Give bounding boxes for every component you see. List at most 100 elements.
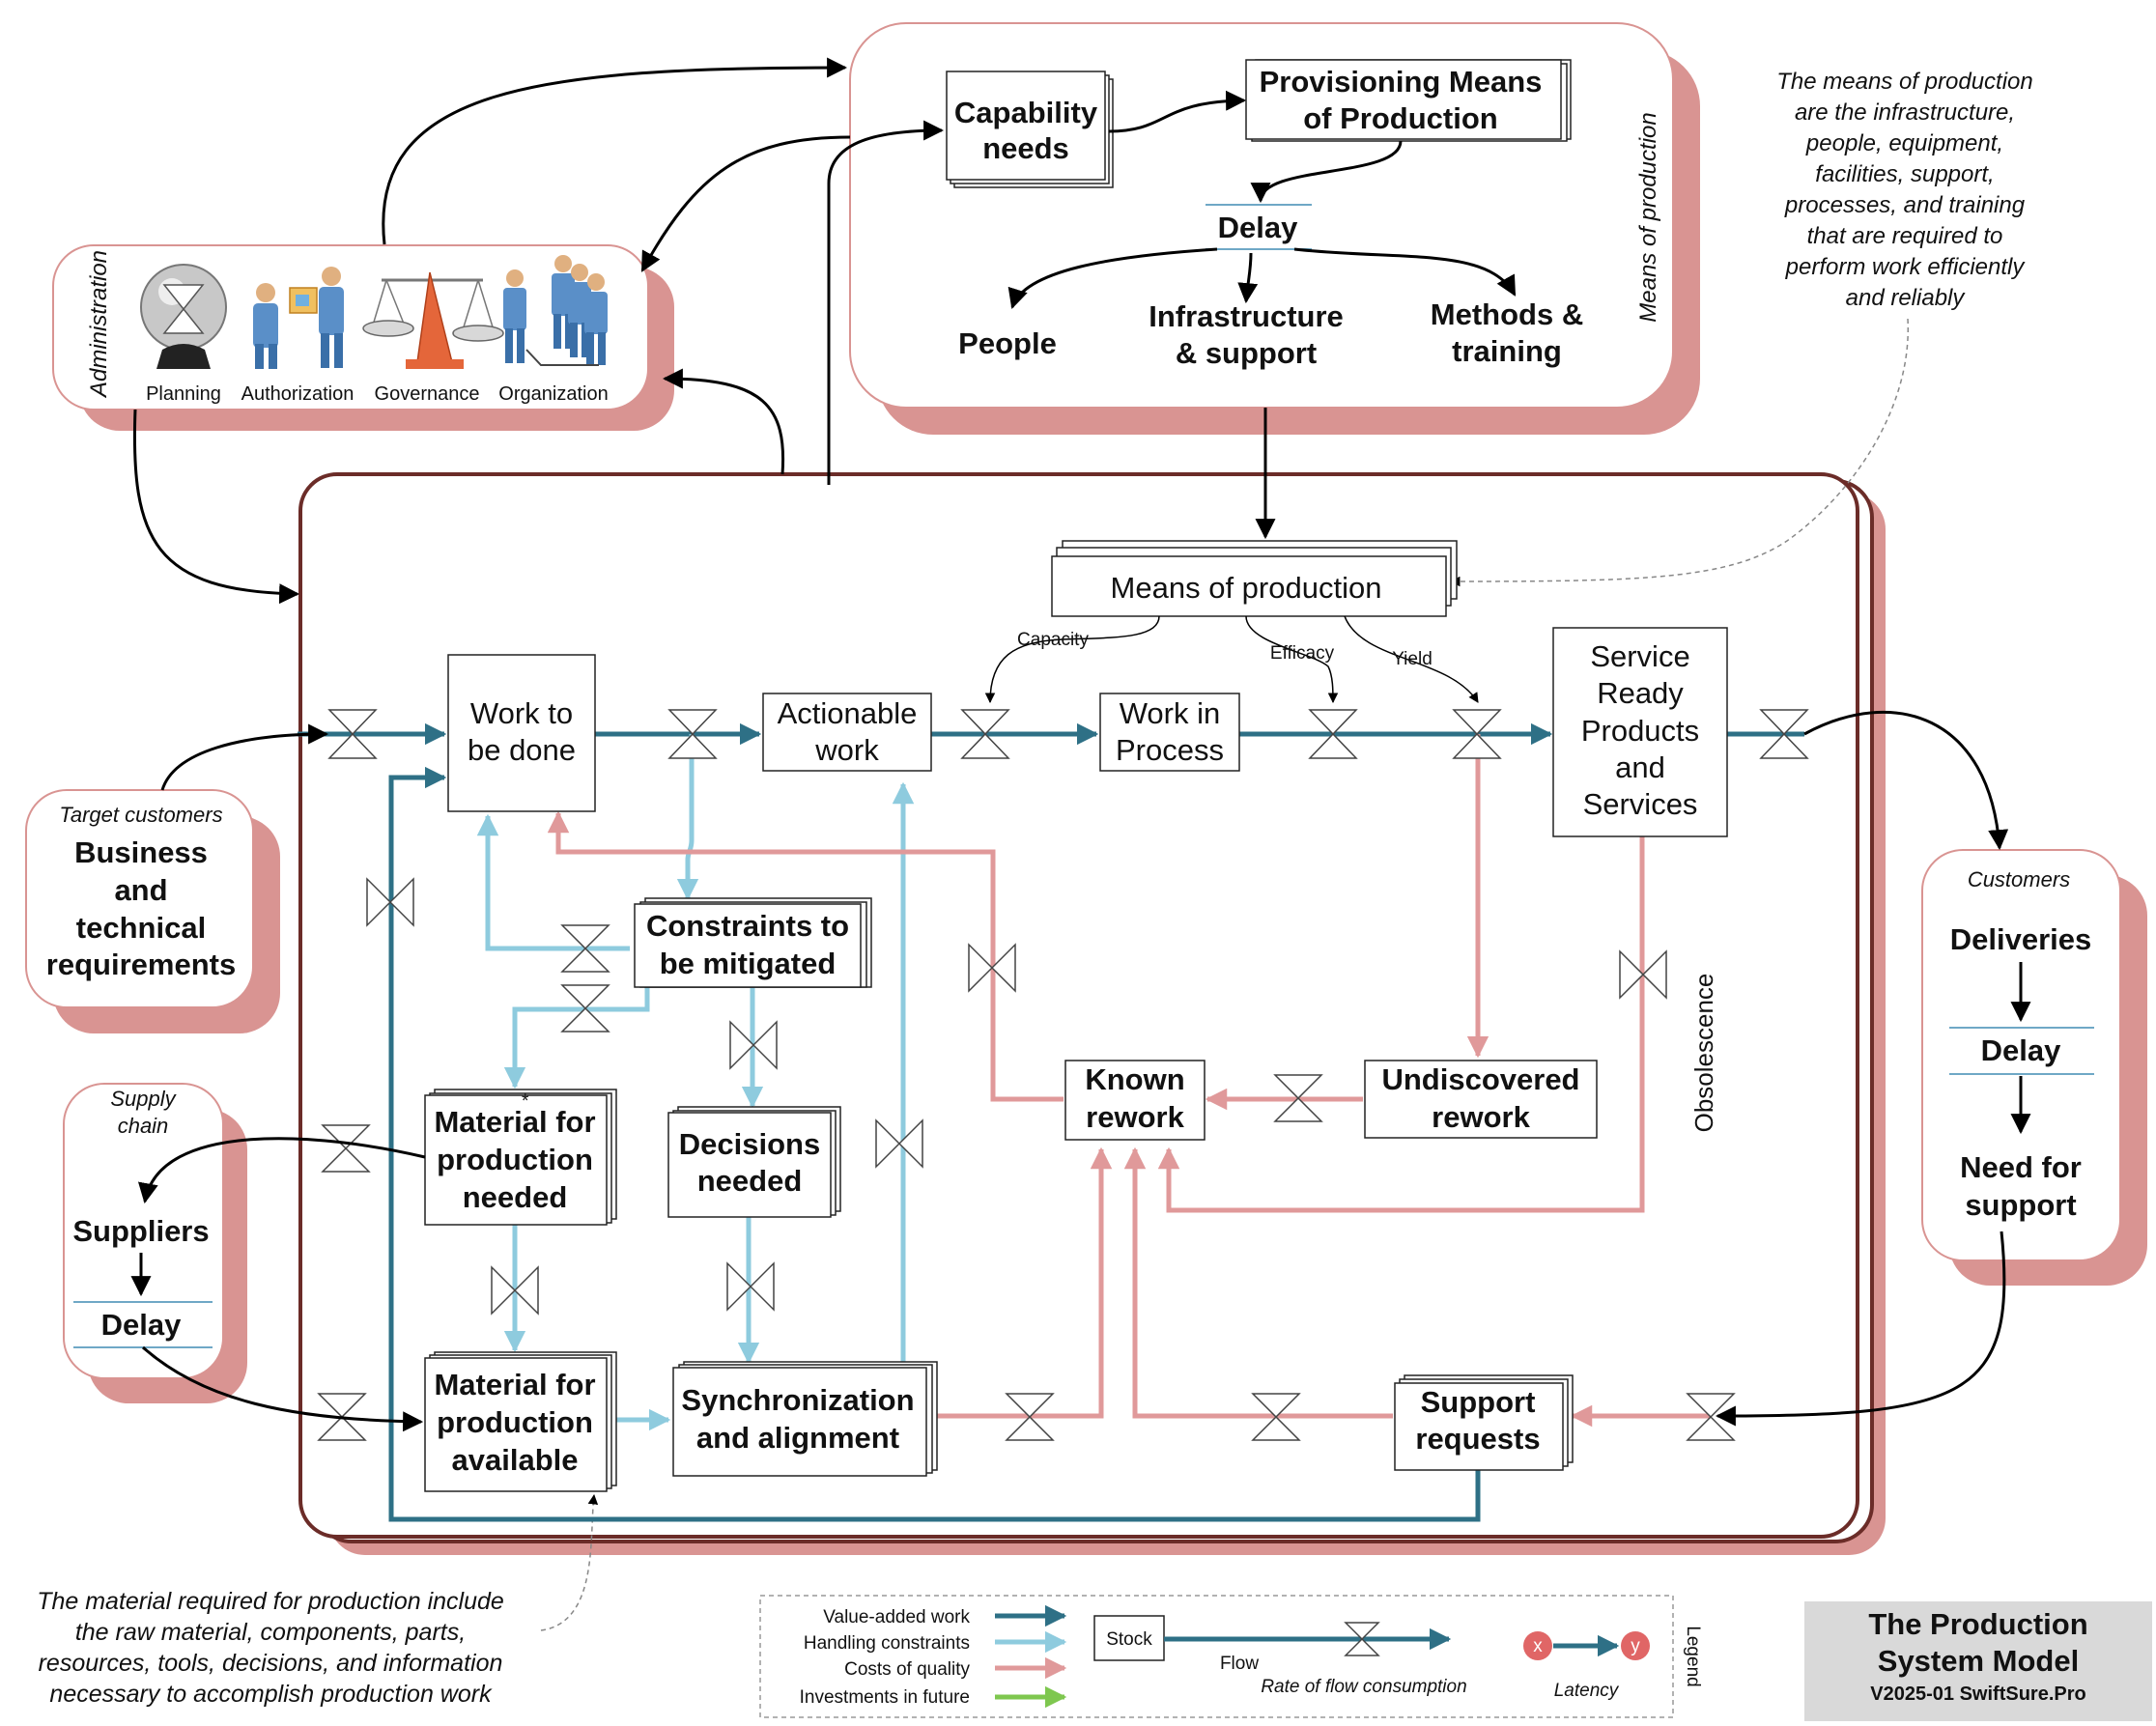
svg-text:needed: needed (697, 1164, 803, 1198)
svg-text:and alignment: and alignment (696, 1421, 899, 1455)
svg-text:Business: Business (74, 835, 208, 869)
means-note-line-1: The means of production (1776, 69, 2033, 95)
valves (317, 709, 1809, 1441)
svg-text:the raw material, components,: the raw material, components, parts, (75, 1619, 466, 1646)
title-box: The Production System Model V2025-01 Swi… (1804, 1601, 2152, 1721)
svg-text:Need for: Need for (1960, 1150, 2082, 1184)
target-line-3: technical (76, 911, 206, 945)
svg-text:Methods &: Methods & (1431, 297, 1583, 331)
svg-text:Undiscovered: Undiscovered (1381, 1062, 1579, 1096)
asterisk: * (522, 1091, 529, 1112)
planning-icon (140, 264, 227, 369)
supply-chain-panel (63, 1083, 247, 1403)
material-needed-line-2: production (437, 1143, 593, 1176)
supply-chain-line-1: Supply (110, 1087, 177, 1111)
infrastructure-line-1: Infrastructure (1149, 299, 1344, 333)
svg-text:be mitigated: be mitigated (660, 947, 837, 980)
supply-chain-line-2: chain (118, 1114, 169, 1138)
svg-text:resources, tools, decisions, a: resources, tools, decisions, and informa… (39, 1650, 503, 1677)
title-line-2: System Model (1878, 1644, 2079, 1678)
deliveries-label: Deliveries (1950, 922, 2092, 956)
capacity-label: Capacity (1017, 630, 1089, 650)
support-requests-line-2: requests (1415, 1422, 1540, 1456)
undiscovered-rework-stock: Undiscovered rework (1364, 1060, 1598, 1139)
svg-text:needs: needs (982, 131, 1069, 165)
legend-latency-y: y (1631, 1636, 1640, 1656)
svg-text:The material required for prod: The material required for production inc… (37, 1588, 504, 1615)
means-note-line-4: facilities, support, (1815, 161, 1994, 187)
svg-text:Work in: Work in (1120, 696, 1221, 730)
organization-icon (503, 255, 608, 366)
known-rework-line-1: Known (1085, 1062, 1184, 1096)
svg-text:Support: Support (1421, 1385, 1536, 1419)
legend-quality: Costs of quality (844, 1659, 970, 1680)
service-ready-line-2: Ready (1597, 676, 1684, 710)
svg-text:necessary to accomplish produc: necessary to accomplish production work (49, 1681, 493, 1708)
provisioning-line-2: of Production (1303, 101, 1497, 135)
material-available-line-3: available (452, 1443, 579, 1477)
means-of-production-stock: Means of production (1051, 540, 1458, 617)
svg-text:Work to: Work to (470, 696, 573, 730)
svg-text:be done: be done (468, 733, 576, 767)
methods-line-1: Methods & (1431, 297, 1583, 331)
svg-text:requirements: requirements (46, 948, 236, 981)
means-delay-label: Delay (1218, 211, 1298, 244)
organization-label: Organization (498, 383, 608, 405)
synchronization-line-1: Synchronization (681, 1383, 914, 1417)
provisioning-line-1: Provisioning Means (1260, 65, 1543, 99)
governance-icon (362, 271, 504, 369)
svg-text:Infrastructure: Infrastructure (1149, 299, 1344, 333)
work-to-be-done-stock: Work to be done (447, 654, 596, 812)
undiscovered-line-1: Undiscovered (1381, 1062, 1579, 1096)
legend-flow-label: Flow (1220, 1654, 1259, 1674)
material-available-stock: Material for production available (424, 1351, 617, 1492)
constraints-stock: Constraints to be mitigated (634, 897, 872, 988)
service-ready-stock: Service Ready Products and Services (1552, 627, 1728, 837)
title-line-1: The Production (1868, 1607, 2087, 1641)
supply-delay-label: Delay (101, 1308, 182, 1342)
support-requests-stock: Support requests (1394, 1374, 1574, 1471)
legend-value-added: Value-added work (823, 1607, 970, 1627)
material-note-line-1: The material required for production inc… (37, 1588, 504, 1615)
constraints-line-2: be mitigated (660, 947, 837, 980)
work-to-be-done-line-1: Work to (470, 696, 573, 730)
means-stock-label: Means of production (1111, 571, 1382, 605)
svg-text:chain: chain (118, 1114, 169, 1138)
obsolescence-label: Obsolescence (1689, 974, 1718, 1133)
decisions-line-2: needed (697, 1164, 803, 1198)
methods-line-2: training (1452, 334, 1562, 368)
material-note-line-2: the raw material, components, parts, (75, 1619, 466, 1646)
svg-text:Supply: Supply (110, 1087, 177, 1111)
efficacy-label: Efficacy (1270, 643, 1335, 664)
means-panel-label: Means of production (1635, 112, 1661, 322)
wip-line-2: Process (1116, 733, 1224, 767)
means-note-line-7: perform work efficiently (1785, 254, 2027, 280)
svg-text:rework: rework (1432, 1100, 1530, 1134)
means-note-line-3: people, equipment, (1805, 130, 2003, 156)
service-ready-line-1: Service (1590, 639, 1689, 673)
infrastructure-line-2: & support (1176, 336, 1317, 370)
legend-latency-x: x (1533, 1636, 1543, 1656)
svg-text:training: training (1452, 334, 1562, 368)
synchronization-stock: Synchronization and alignment (672, 1361, 938, 1477)
svg-text:technical: technical (76, 911, 206, 945)
svg-text:Constraints to: Constraints to (646, 909, 849, 943)
authorization-label: Authorization (241, 383, 355, 405)
customers-label: Customers (1968, 867, 2070, 891)
service-ready-line-4: and (1615, 750, 1665, 784)
svg-text:facilities, support,: facilities, support, (1815, 161, 1994, 187)
target-line-2: and (114, 873, 167, 907)
svg-text:perform work efficiently: perform work efficiently (1785, 254, 2027, 280)
svg-text:and: and (114, 873, 167, 907)
svg-text:production: production (437, 1405, 593, 1439)
legend-stock-label: Stock (1106, 1629, 1152, 1650)
svg-text:Decisions: Decisions (679, 1127, 820, 1161)
capability-line-2: needs (982, 131, 1069, 165)
svg-text:Synchronization: Synchronization (681, 1383, 914, 1417)
decisions-line-1: Decisions (679, 1127, 820, 1161)
actionable-work-stock: Actionable work (762, 693, 932, 772)
capability-needs-stock: Capability needs (946, 71, 1114, 188)
material-needed-line-3: needed (463, 1180, 568, 1214)
svg-text:that are required to: that are required to (1807, 223, 2003, 249)
